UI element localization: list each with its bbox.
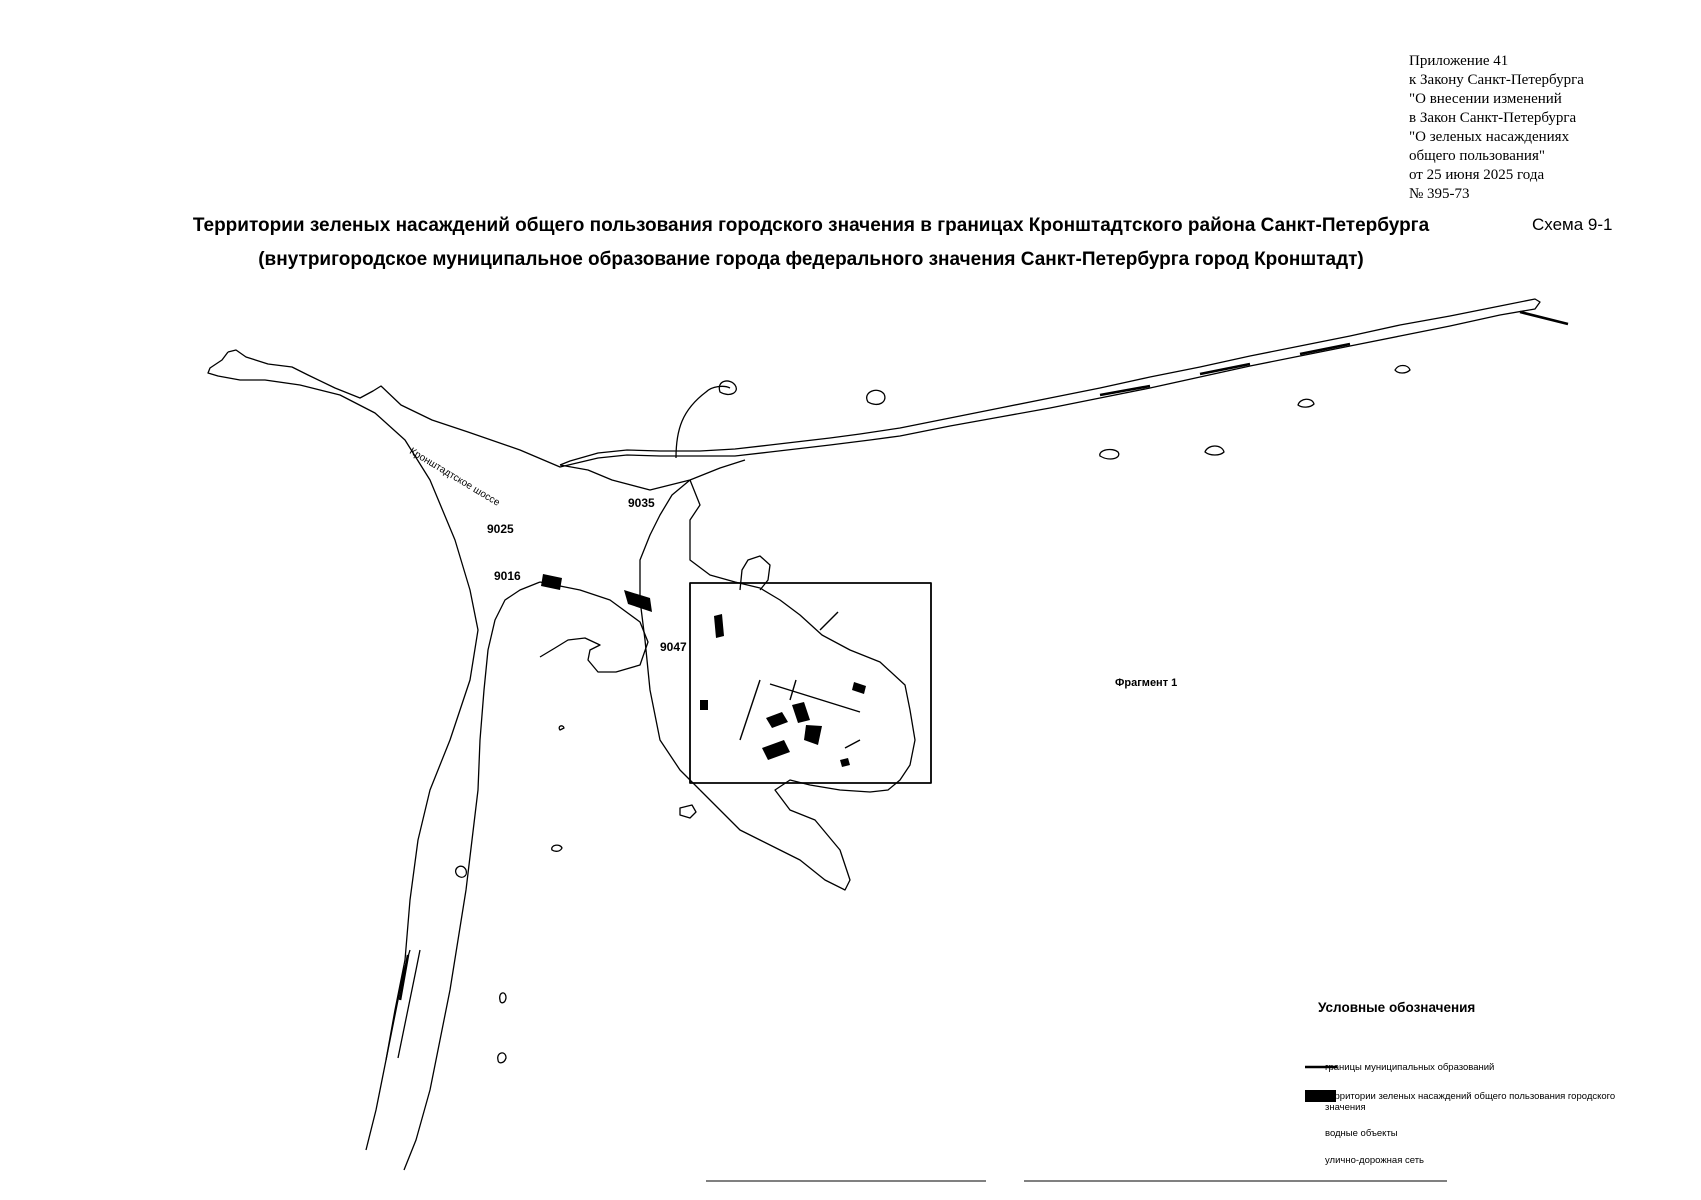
legend-item-water: водные объекты <box>1325 1128 1398 1139</box>
street-segment <box>819 611 839 631</box>
street-segment <box>769 683 861 713</box>
island-outline <box>403 581 541 1171</box>
green-territory <box>624 590 652 612</box>
appendix-line: "О внесении изменений <box>1409 91 1562 107</box>
fort-island <box>1297 398 1315 408</box>
appendix-note: Приложение 41 к Закону Санкт-Петербурга … <box>1409 52 1584 204</box>
island-outline <box>559 459 746 491</box>
harbor <box>739 555 771 591</box>
street-segment <box>739 679 761 741</box>
green-territory <box>700 700 708 710</box>
zone-label-9016: 9016 <box>494 569 521 583</box>
fort-island <box>497 1052 507 1064</box>
appendix-line: общего пользования" <box>1409 148 1545 164</box>
appendix-line: к Закону Санкт-Петербурга <box>1409 72 1584 88</box>
fragment-label: Фрагмент 1 <box>1115 677 1178 689</box>
green-territory <box>766 712 788 728</box>
fort-island <box>679 804 697 819</box>
map-title: Территории зеленых насаждений общего пол… <box>192 215 1430 236</box>
scheme-label: Схема 9-1 <box>1532 215 1613 234</box>
legend-item-boundary: границы муниципальных образований <box>1325 1062 1495 1073</box>
fort-island <box>499 992 507 1004</box>
legend-item-green-area: территории зеленых насаждений общего пол… <box>1325 1091 1616 1113</box>
fort-island <box>718 380 737 396</box>
appendix-line: в Закон Санкт-Петербурга <box>1409 110 1577 126</box>
green-territory <box>792 702 810 723</box>
zone-label-9035: 9035 <box>628 496 655 510</box>
legend-title: Условные обозначения <box>1318 1000 1476 1015</box>
fort-island <box>558 725 565 731</box>
map-subtitle: (внутригородское муниципальное образован… <box>258 249 1364 270</box>
boundary-line <box>1299 342 1351 356</box>
green-territory <box>714 614 724 638</box>
fort-island <box>1204 445 1225 456</box>
zone-label-9047: 9047 <box>660 640 687 654</box>
island-outline <box>227 298 1541 468</box>
fort-island <box>455 865 468 878</box>
green-territory <box>804 725 822 745</box>
boundary-line <box>1099 384 1151 397</box>
appendix-line: "О зеленых насаждениях <box>1409 129 1570 145</box>
dam-branch <box>675 385 731 459</box>
island-outline <box>539 581 649 673</box>
zone-label-9025: 9025 <box>487 522 514 536</box>
fort-island <box>866 389 886 406</box>
green-territory <box>852 682 866 694</box>
fort-island <box>551 844 563 852</box>
appendix-line: № 395-73 <box>1409 186 1470 202</box>
legend-green-symbol <box>1305 1090 1336 1102</box>
town-outline <box>639 479 701 791</box>
boundary-line <box>1199 362 1251 376</box>
boundary-line <box>398 954 410 1001</box>
dam-road <box>397 949 421 1059</box>
green-territory <box>840 758 850 767</box>
legend-item-roads: улично-дорожная сеть <box>1325 1155 1425 1166</box>
boundary-line <box>1519 310 1569 326</box>
street-segment <box>789 679 797 701</box>
green-territory <box>541 574 562 590</box>
green-territory <box>762 740 790 760</box>
fragment-frame <box>689 582 932 784</box>
town-outline <box>689 479 916 891</box>
street-segment <box>844 739 861 749</box>
fort-island <box>1394 364 1411 374</box>
appendix-line: от 25 июня 2025 года <box>1409 167 1545 183</box>
fort-island <box>1099 448 1120 460</box>
island-outline <box>207 351 479 1151</box>
appendix-line: Приложение 41 <box>1409 53 1509 69</box>
